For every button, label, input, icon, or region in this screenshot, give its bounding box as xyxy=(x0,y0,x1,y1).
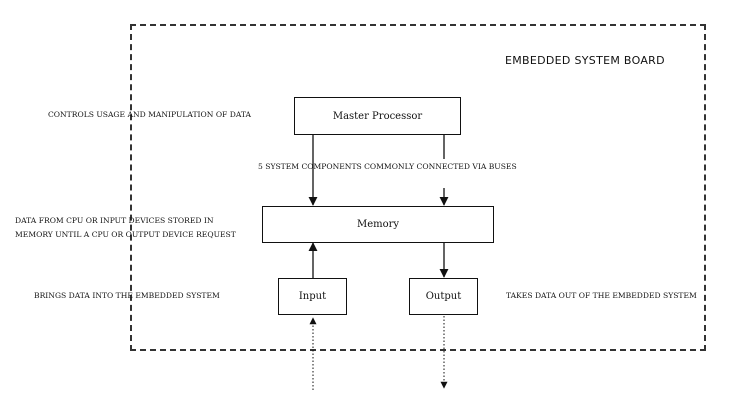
output-box: Output xyxy=(409,278,478,315)
output-note: TAKES DATA OUT OF THE EMBEDDED SYSTEM xyxy=(506,291,697,300)
board-title: EMBEDDED SYSTEM BOARD xyxy=(505,54,665,67)
input-box: Input xyxy=(278,278,347,315)
output-label: Output xyxy=(425,291,462,302)
input-note: BRINGS DATA INTO THE EMBEDDED SYSTEM xyxy=(34,291,220,300)
processor-note: CONTROLS USAGE AND MANIPULATION OF DATA xyxy=(48,110,252,119)
memory-note-line2: MEMORY UNTIL A CPU OR OUTPUT DEVICE REQU… xyxy=(15,230,236,239)
master-processor-box: Master Processor xyxy=(294,97,461,135)
memory-box: Memory xyxy=(262,206,494,243)
input-label: Input xyxy=(298,291,327,302)
embedded-system-board-border xyxy=(130,24,706,351)
buses-note: 5 SYSTEM COMPONENTS COMMONLY CONNECTED V… xyxy=(258,162,517,171)
master-processor-label: Master Processor xyxy=(332,110,423,122)
memory-note-line1: DATA FROM CPU OR INPUT DEVICES STORED IN xyxy=(15,216,214,225)
memory-label: Memory xyxy=(356,219,400,230)
